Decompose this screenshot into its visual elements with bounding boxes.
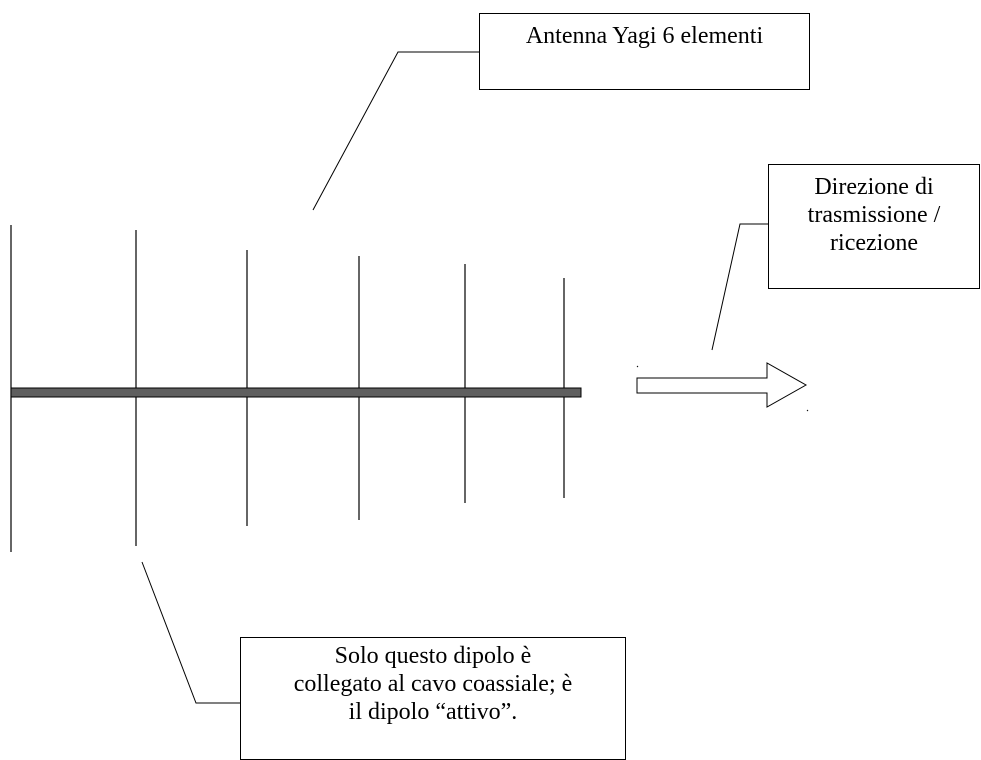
arrow-tick-mark [806, 409, 809, 412]
antenna-boom [10, 387, 582, 398]
title-leader-line [312, 51, 479, 211]
title-callout-text: Antenna Yagi 6 elementi [525, 23, 764, 49]
active-dipole-callout-line: collegato al cavo coassiale; è [293, 671, 573, 697]
direction-callout-line: trasmissione / [807, 202, 941, 228]
direction-callout-box: Direzione di trasmissione / ricezione [768, 164, 980, 289]
direction-leader-line [711, 223, 768, 351]
direction-arrow [636, 362, 808, 408]
direction-callout-line: Direzione di [814, 174, 934, 200]
title-callout-box: Antenna Yagi 6 elementi [479, 13, 810, 90]
arrow-tick-mark [636, 365, 639, 368]
active-dipole-leader-line [141, 561, 240, 704]
active-dipole-callout-line: Solo questo dipolo è [334, 643, 532, 669]
active-dipole-callout-box: Solo questo dipolo è collegato al cavo c… [240, 637, 626, 760]
direction-callout-line: ricezione [830, 230, 918, 256]
active-dipole-callout-line: il dipolo “attivo”. [348, 699, 518, 725]
